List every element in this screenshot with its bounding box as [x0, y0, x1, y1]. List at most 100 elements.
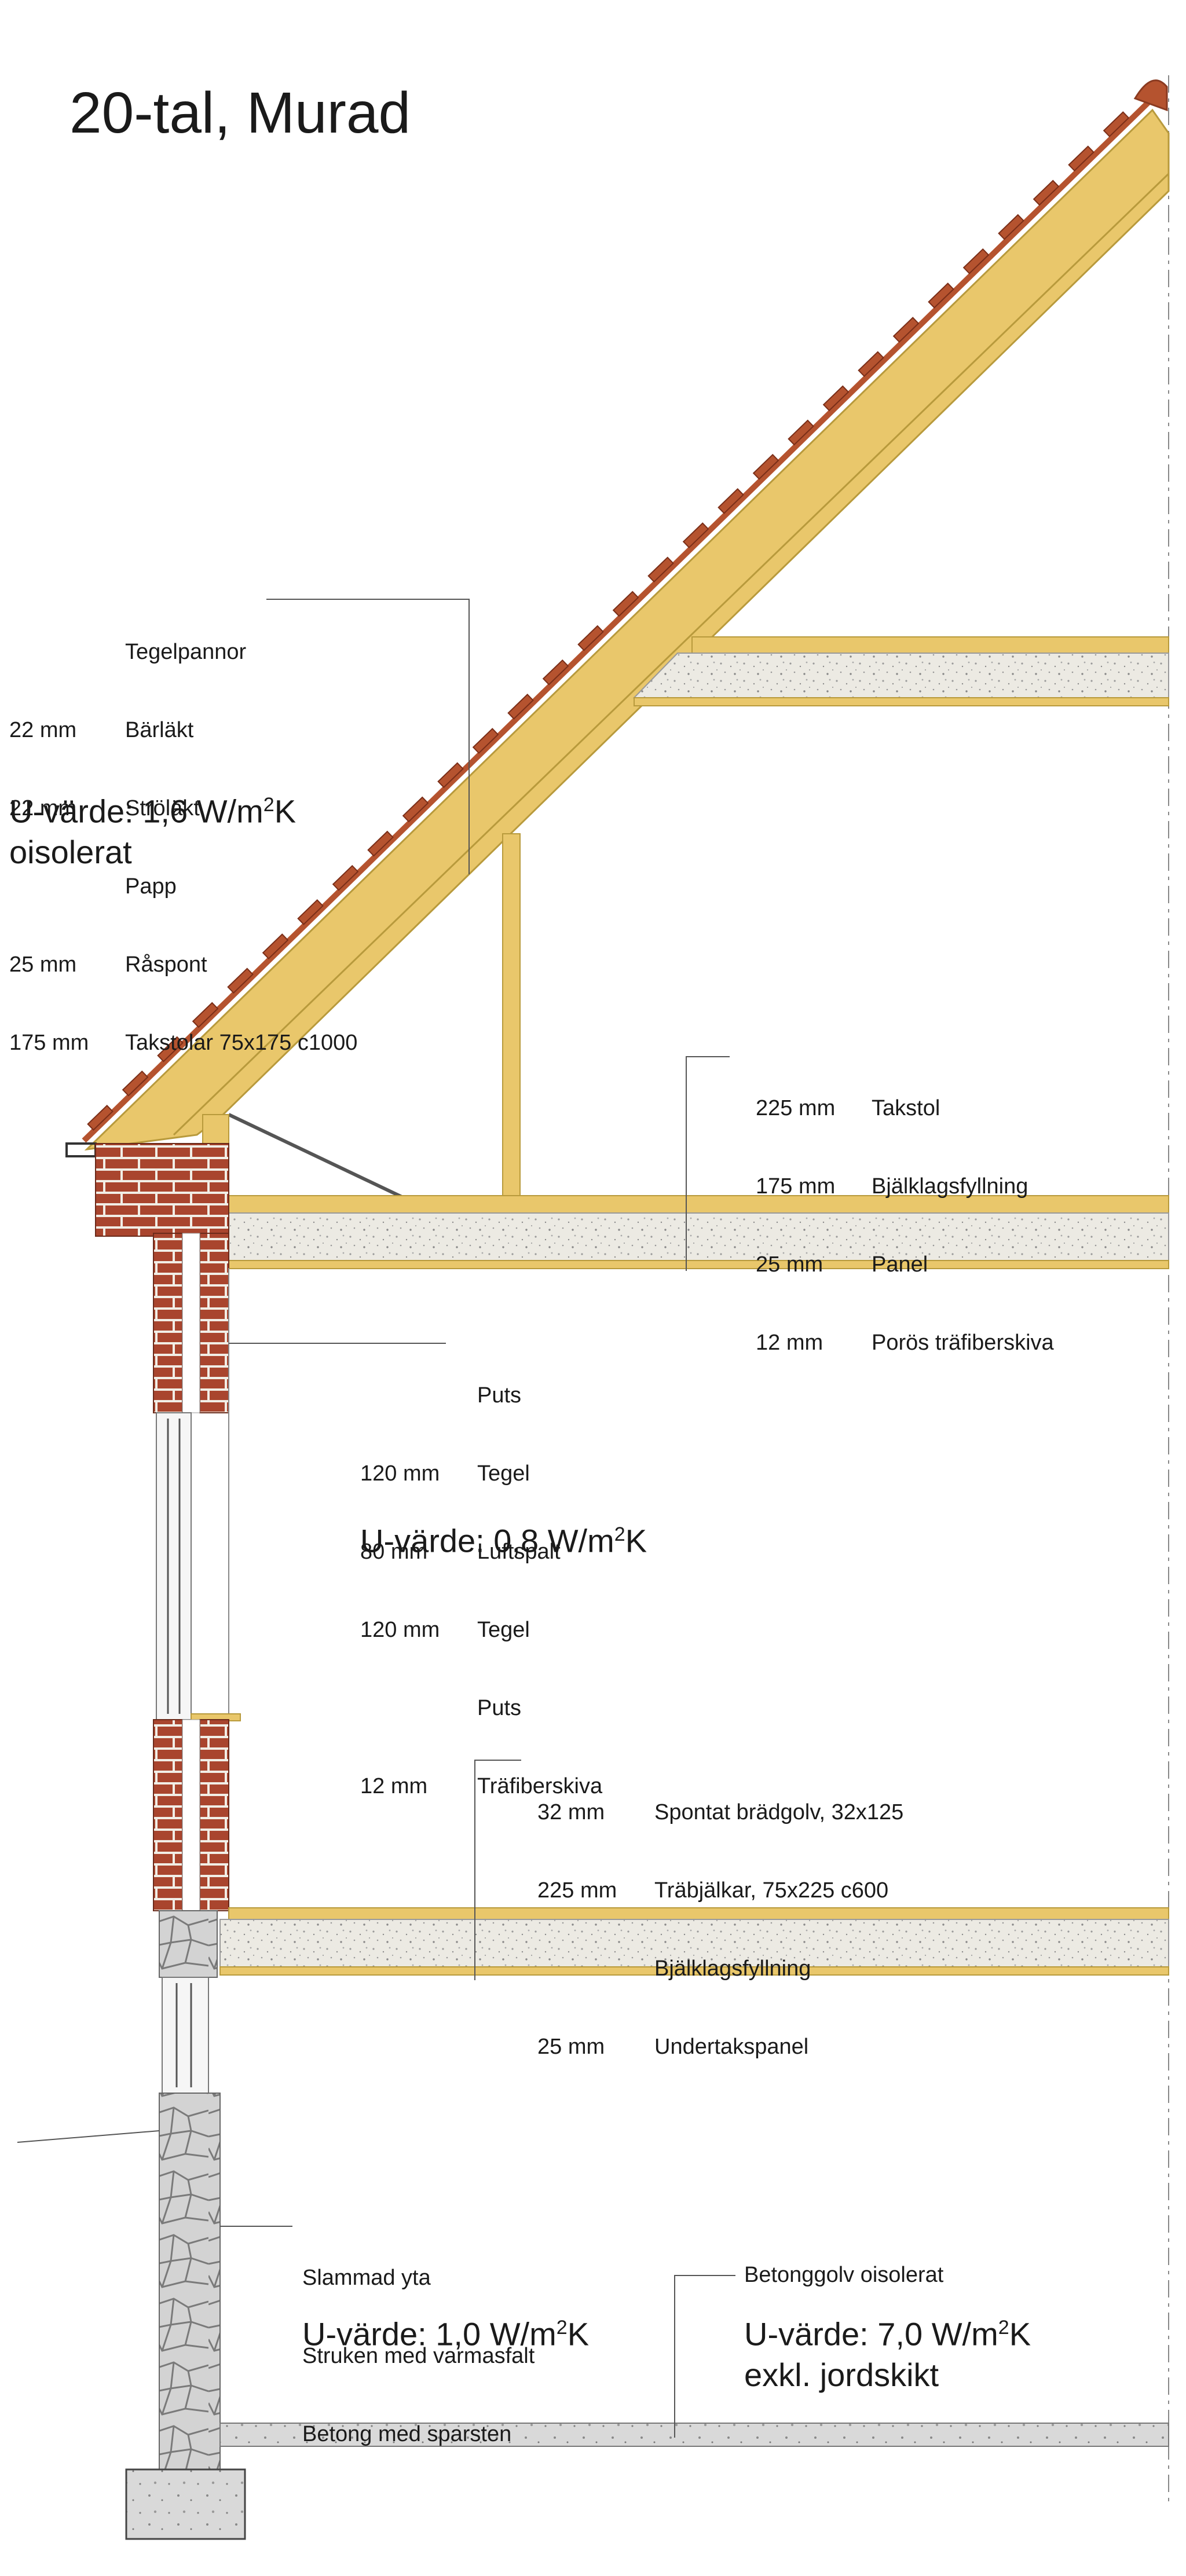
- wall-u-value: U-värde: 0,8 W/m2K: [360, 1514, 647, 1562]
- ridge-cap: [1133, 79, 1168, 112]
- layer-name: Tegelpannor: [125, 640, 247, 664]
- basement-slab: [219, 2423, 1169, 2447]
- roof-tile: [788, 419, 814, 446]
- layer-dim: 120 mm: [360, 1461, 440, 1486]
- u-unit: K: [274, 793, 296, 830]
- layer-name: Undertakspanel: [654, 2035, 809, 2059]
- u-sup: 2: [556, 2317, 568, 2339]
- ground-leader: [17, 2130, 160, 2143]
- roof-tile: [682, 522, 709, 549]
- roof-tile: [858, 351, 884, 378]
- layer-dim: 120 mm: [360, 1618, 440, 1642]
- u-sup: 2: [998, 2317, 1009, 2339]
- roof-layer: Papp: [9, 874, 357, 900]
- basement-wall-u-value: U-värde: 1,0 W/m2K: [302, 2307, 589, 2355]
- u-sup: 2: [263, 794, 274, 816]
- layer-name: Bärläkt: [125, 718, 194, 742]
- roof-tile: [542, 659, 569, 686]
- layer-name: Bjälklagsfyllning: [872, 1174, 1028, 1199]
- layer-dim: 12 mm: [756, 1331, 823, 1355]
- attic-floor-leader: [686, 1056, 730, 1271]
- layer-dim: 12 mm: [360, 1774, 428, 1798]
- mid-floor: [219, 1907, 1169, 1976]
- layer-name: Puts: [477, 1696, 522, 1720]
- attic-floor: [228, 1195, 1169, 1269]
- basement-wall-layer-list: Slammad yta Struken med varmasfalt Beton…: [302, 2213, 535, 2474]
- roof-tile: [437, 762, 464, 789]
- roof-tiles: [87, 111, 1130, 1131]
- layer-name: Ströläkt: [125, 796, 200, 820]
- roof-leader: [266, 599, 470, 874]
- layer-dim: 25 mm: [537, 2035, 605, 2059]
- layer-name: Puts: [477, 1383, 522, 1408]
- layer-dim: 25 mm: [9, 952, 77, 977]
- layer-name: Luftspalt: [477, 1540, 561, 1564]
- layer-name: Spontat brädgolv, 32x125: [654, 1800, 904, 1824]
- roof-rafter: [84, 108, 1170, 1151]
- upper-window: [156, 1412, 241, 1721]
- u-note: exkl. jordskikt: [744, 2356, 939, 2393]
- layer-dim: 225 mm: [756, 1096, 836, 1120]
- upper-wall: [153, 1233, 229, 1413]
- layer-name: Råspont: [125, 952, 207, 977]
- page-title: 20-tal, Murad: [69, 80, 411, 145]
- layer-name: Träbjälkar, 75x225 c600: [654, 1878, 889, 1903]
- roof-tile: [192, 1002, 219, 1028]
- roof-u-value: U-värde: 1,6 W/m2K oisolerat: [9, 785, 296, 873]
- basement-wall-layer: Struken med varmasfalt: [302, 2344, 535, 2368]
- u-label: U-värde: 1,6 W/m: [9, 793, 263, 830]
- mid-floor-layer: 25 mm Undertakspanel: [537, 2034, 903, 2060]
- layer-dim: 225 mm: [537, 1878, 617, 1903]
- roof-tile-line: [82, 96, 1155, 1143]
- u-label: U-värde: 1,0 W/m: [302, 2315, 557, 2353]
- eave-brickwork: [95, 1143, 229, 1237]
- layer-name: Papp: [125, 874, 177, 899]
- u-unit: K: [625, 1522, 647, 1559]
- layer-dim: 22 mm: [9, 718, 77, 742]
- attic-floor-layer: 175 mm Bjälklagsfyllning: [756, 1174, 1054, 1200]
- basement-wall-layer: Slammad yta: [302, 2266, 431, 2290]
- plinth-stone: [159, 1910, 218, 1978]
- roof-tile: [122, 1070, 149, 1097]
- basement-floor-u-value: U-värde: 7,0 W/m2K exkl. jordskikt: [744, 2307, 1031, 2395]
- basement-floor-leader: [674, 2275, 735, 2438]
- layer-dim: 175 mm: [756, 1174, 836, 1199]
- wall-layer: Puts: [360, 1383, 602, 1409]
- wall-layer: Puts: [360, 1695, 602, 1721]
- footing: [125, 2468, 246, 2540]
- roof-tile: [822, 385, 850, 412]
- roof-layer: 22 mm Bärläkt: [9, 717, 357, 743]
- roof-tile: [1033, 179, 1060, 206]
- basement-wall: [159, 2093, 221, 2470]
- leader-lines: [17, 599, 735, 2438]
- roof-tile: [928, 282, 954, 309]
- basement-floor-label: Betonggolv oisolerat: [744, 2263, 944, 2287]
- basement-wall-layer: Betong med sparsten: [302, 2422, 512, 2446]
- roof-layer: 25 mm Råspont: [9, 952, 357, 978]
- roof-underside-line: [173, 173, 1170, 1136]
- roof-tile: [892, 317, 920, 343]
- roof-tile: [297, 899, 324, 925]
- attic-post: [502, 833, 521, 1196]
- layer-name: Träfiberskiva: [477, 1774, 603, 1798]
- roof: [65, 79, 1170, 1157]
- roof-tile: [157, 1036, 184, 1062]
- roof-tie: [228, 1113, 407, 1200]
- basement-window: [162, 1977, 209, 2094]
- roof-tile: [1103, 111, 1130, 138]
- u-sup: 2: [614, 1523, 625, 1545]
- roof-tile: [402, 796, 429, 823]
- roof-tile: [262, 933, 289, 960]
- roof-tile: [367, 830, 394, 857]
- lower-wall: [153, 1719, 229, 1911]
